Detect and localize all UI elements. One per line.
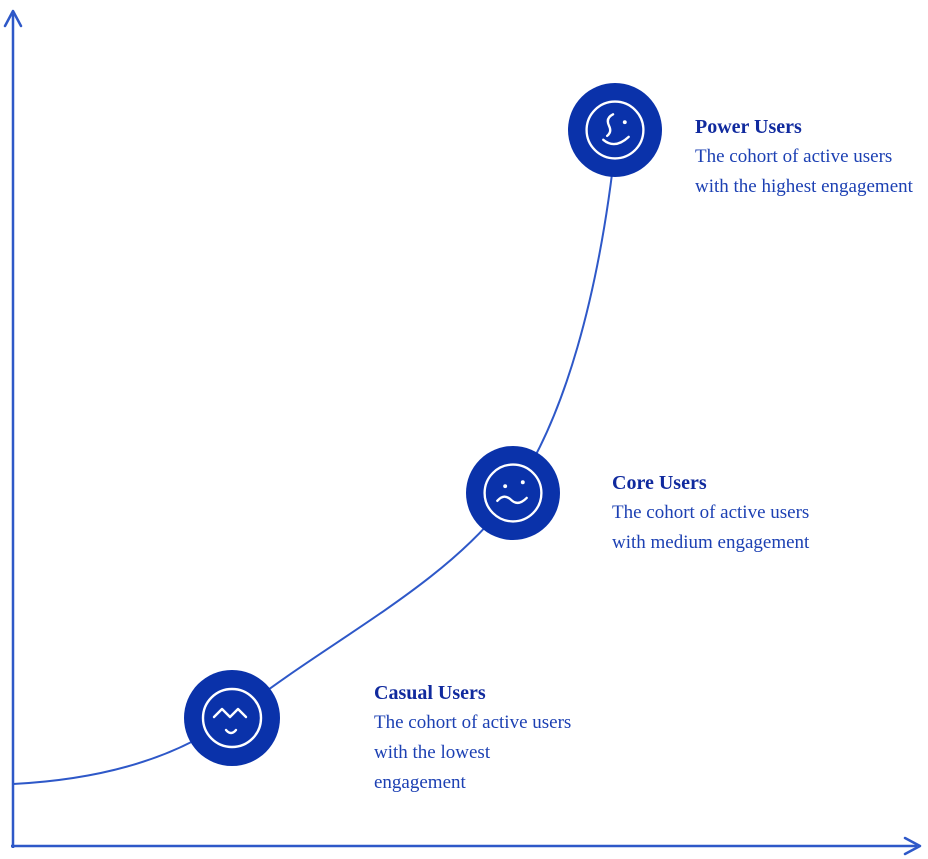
cohort-description: The cohort of active users with the lowe… xyxy=(374,712,572,793)
cohort-description: The cohort of active users with the high… xyxy=(695,146,913,197)
cohort-description: The cohort of active users with medium e… xyxy=(612,502,810,553)
cohort-title: Power Users xyxy=(695,116,802,138)
casual-users-label: Casual Users The cohort of active users … xyxy=(374,678,586,798)
y-axis xyxy=(3,9,23,848)
cohort-title: Casual Users xyxy=(374,682,486,704)
core-users-label: Core Users The cohort of active users wi… xyxy=(612,468,817,558)
x-axis xyxy=(11,836,922,856)
growth-curve xyxy=(12,139,617,785)
cohort-title: Core Users xyxy=(612,472,707,494)
core-face-icon xyxy=(483,463,543,523)
power-users-badge xyxy=(568,83,662,177)
y-axis-arrow-icon xyxy=(3,9,23,28)
casual-face-icon xyxy=(201,687,263,749)
core-users-badge xyxy=(466,446,560,540)
x-axis-arrow-icon xyxy=(903,836,922,856)
casual-users-badge xyxy=(184,670,280,766)
power-users-label: Power Users The cohort of active users w… xyxy=(695,112,915,202)
power-face-icon xyxy=(585,100,645,160)
